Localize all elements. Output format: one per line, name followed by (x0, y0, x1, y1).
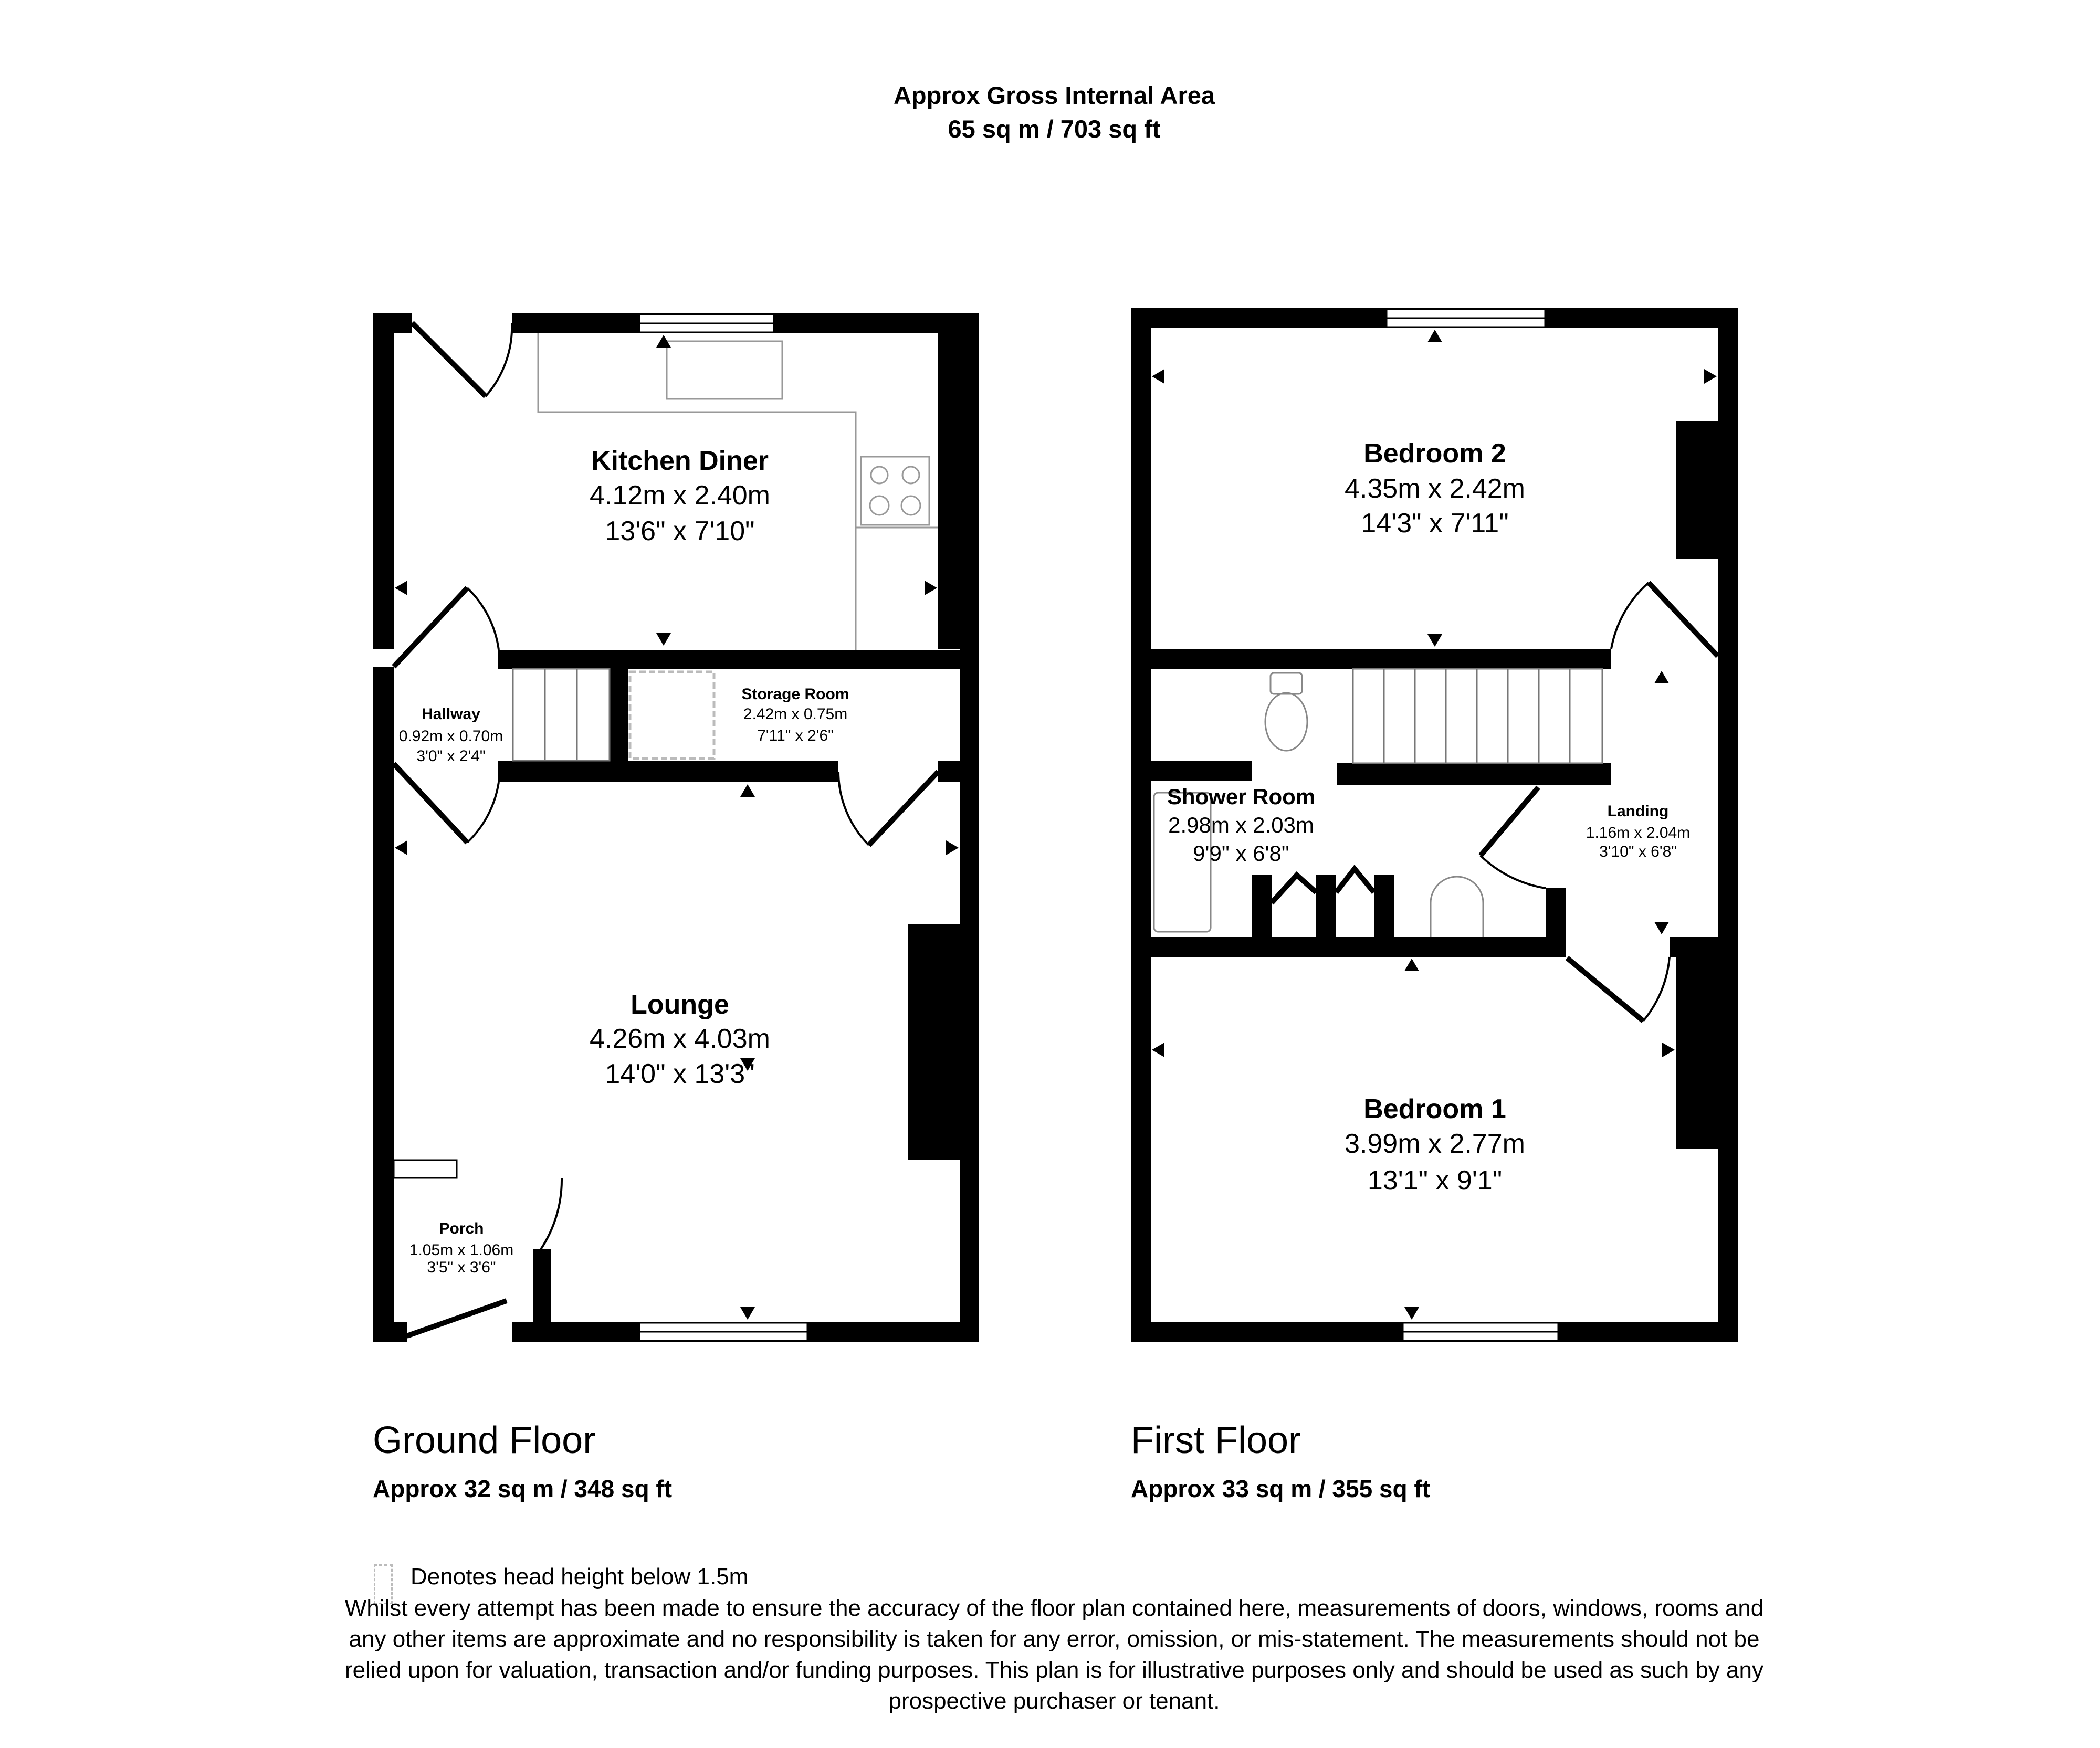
room-metric: 4.12m x 2.40m (590, 480, 770, 511)
dimension-arrows (395, 330, 1717, 1320)
room-name: Porch (439, 1220, 484, 1237)
sink-icon (666, 340, 783, 400)
head-height-legend-text: Denotes head height below 1.5m (411, 1564, 749, 1589)
toilet-icon (1269, 672, 1303, 695)
gross-area-title: Approx Gross Internal Area (893, 81, 1215, 109)
room-name: Storage Room (741, 686, 849, 703)
disclaimer-line: prospective purchaser or tenant. (888, 1688, 1220, 1714)
room-name: Kitchen Diner (591, 446, 769, 476)
room-name: Bedroom 2 (1363, 438, 1506, 469)
kitchen-counter (537, 333, 938, 650)
room-imperial: 14'0" x 13'3" (605, 1059, 755, 1089)
room-imperial: 14'3" x 7'11" (1361, 508, 1509, 539)
ground-floor-area: Approx 32 sq m / 348 sq ft (373, 1475, 673, 1502)
room-metric: 4.35m x 2.42m (1345, 473, 1525, 504)
head-height-area (628, 670, 716, 760)
stairs-ground (512, 668, 611, 762)
windows-ground (393, 313, 808, 1342)
hob-icon (860, 456, 930, 526)
disclaimer-line: any other items are approximate and no r… (349, 1626, 1760, 1652)
room-imperial: 13'6" x 7'10" (605, 516, 755, 546)
doors-ground (392, 321, 940, 1339)
first-floor-walls (1131, 308, 1738, 1342)
basin-icon (1430, 876, 1484, 937)
ground-floor-label: Ground Floor (373, 1419, 596, 1461)
room-name: Hallway (422, 705, 480, 723)
room-metric: 2.98m x 2.03m (1168, 813, 1314, 837)
room-name: Shower Room (1167, 784, 1316, 809)
room-imperial: 3'10" x 6'8" (1599, 843, 1677, 860)
room-metric: 2.42m x 0.75m (743, 705, 848, 723)
disclaimer-line: Whilst every attempt has been made to en… (344, 1595, 1764, 1621)
first-floor-label: First Floor (1131, 1419, 1301, 1461)
room-imperial: 9'9" x 6'8" (1193, 841, 1289, 866)
first-floor-area: Approx 33 sq m / 355 sq ft (1131, 1475, 1431, 1502)
bathroom-fixtures (1153, 672, 1484, 937)
head-height-legend-icon (374, 1564, 393, 1604)
room-imperial: 7'11" x 2'6" (757, 727, 834, 744)
room-metric: 1.16m x 2.04m (1586, 824, 1690, 841)
room-metric: 4.26m x 4.03m (590, 1024, 770, 1054)
room-imperial: 13'1" x 9'1" (1367, 1165, 1503, 1196)
gross-area-value: 65 sq m / 703 sq ft (948, 115, 1161, 143)
room-metric: 0.92m x 0.70m (398, 728, 503, 745)
shower-tray-icon (1153, 792, 1212, 933)
room-name: Bedroom 1 (1363, 1094, 1506, 1124)
windows-first (1385, 308, 1559, 1342)
disclaimer-line: relied upon for valuation, transaction a… (345, 1657, 1763, 1683)
room-metric: 3.99m x 2.77m (1345, 1129, 1525, 1159)
room-name: Lounge (631, 989, 729, 1020)
room-imperial: 3'5" x 3'6" (427, 1259, 496, 1276)
room-name: Landing (1607, 803, 1669, 820)
doors-first (1269, 581, 1720, 1023)
room-imperial: 3'0" x 2'4" (416, 747, 486, 765)
stairs-first (1352, 668, 1603, 764)
room-metric: 1.05m x 1.06m (409, 1241, 514, 1259)
